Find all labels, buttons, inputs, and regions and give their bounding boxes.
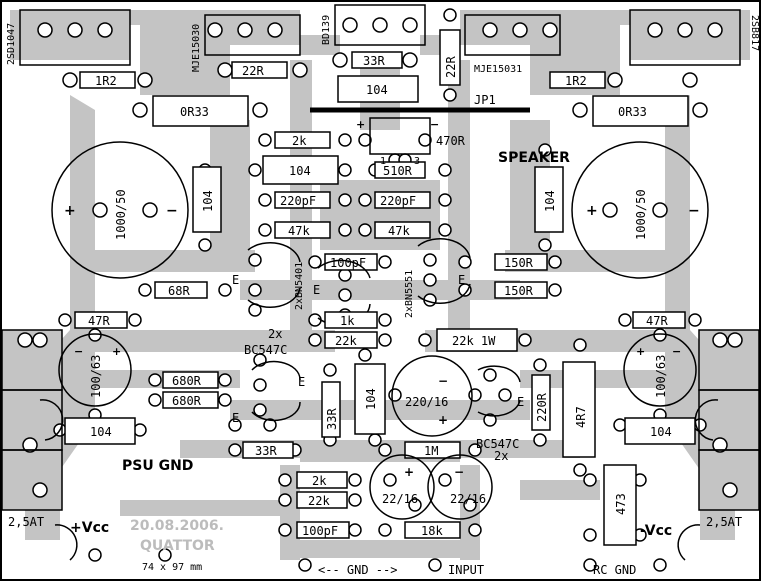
svg-text:−: − (438, 374, 448, 388)
resistor-680r-2: 680R (172, 394, 202, 408)
jumper-label: JP1 (474, 93, 496, 107)
emitter-mark-5: E (232, 411, 239, 425)
resistor-510r: 510R (383, 164, 413, 178)
resistor-150r-1: 150R (504, 256, 534, 270)
resistor-680r-1: 680R (172, 374, 202, 388)
resistor-1m: 1M (424, 444, 438, 458)
transistor-2sd1047: 2SD1047 (6, 23, 17, 65)
resistor-4r7: 4R7 (574, 406, 588, 428)
input-label: INPUT (448, 563, 484, 577)
resistor-22r-left: 22R (242, 64, 264, 78)
capacitor-104-right: 104 (543, 190, 557, 212)
jumper-pin-1: 1 (380, 156, 386, 167)
resistor-18k: 18k (421, 524, 443, 538)
capacitor-473: 473 (614, 493, 628, 515)
transistor-mje15030: MJE15030 (191, 24, 202, 72)
transistor-pair-2n5551: 2xBN5551 (404, 270, 415, 318)
svg-text:−: − (74, 345, 83, 358)
bc547c-left-count: 2x (268, 327, 282, 341)
capacitor-22-16-left: 22/16 (382, 492, 418, 506)
svg-text:+: + (64, 203, 76, 219)
resistor-47k-right: 47k (388, 224, 410, 238)
bc547c-right-type: BC547C (476, 437, 519, 451)
resistor-47k-left: 47k (288, 224, 310, 238)
capacitor-100pf-mid: 100pF (330, 256, 366, 270)
board-size-label: 74 x 97 mm (142, 562, 202, 573)
resistor-22r-vertical: 22R (444, 56, 458, 78)
svg-text:+: + (636, 345, 645, 358)
capacitor-220pf-1: 220pF (280, 194, 316, 208)
vcc-positive-label: +Vcc (70, 520, 109, 536)
resistor-1r2-right: 1R2 (565, 74, 587, 88)
capacitor-100-63-left: 100/63 (89, 355, 103, 398)
resistor-22k-1w: 22k 1W (452, 334, 496, 348)
svg-text:−: − (688, 203, 700, 219)
resistor-68r: 68R (168, 284, 190, 298)
capacitor-22-16-right: 22/16 (450, 492, 486, 506)
emitter-mark-3: E (458, 273, 465, 287)
polarity-marks: + − + − − + + − − + + − + − (64, 118, 700, 479)
psu-gnd-label: PSU GND (122, 458, 193, 474)
resistor-33r-bottom: 33R (255, 444, 277, 458)
resistor-33r-vertical: 33R (325, 408, 339, 430)
emitter-mark-4: E (298, 375, 305, 389)
resistor-22k-mid: 22k (335, 334, 357, 348)
svg-text:−: − (672, 345, 681, 358)
resistor-47r-left: 47R (88, 314, 110, 328)
svg-text:+: + (586, 203, 598, 219)
jumper-pin-3: 3 (414, 156, 420, 167)
resistor-2k: 2k (292, 134, 307, 148)
capacitor-100-63-right: 100/63 (654, 355, 668, 398)
date-label: 20.08.2006. (130, 518, 224, 534)
emitter-mark-6: E (517, 395, 524, 409)
capacitor-100pf-bottom: 100pF (302, 524, 338, 538)
bc547c-right-count: 2x (494, 449, 508, 463)
resistor-22k-bottom: 22k (308, 494, 330, 508)
capacitor-1000-50-left: 1000/50 (114, 189, 128, 240)
emitter-mark-2: E (313, 283, 320, 297)
capacitor-104-top: 104 (366, 83, 388, 97)
capacitor-104-psu-left: 104 (90, 425, 112, 439)
vcc-negative-label: -Vcc (640, 523, 672, 539)
capacitor-104-vertical: 104 (364, 388, 378, 410)
svg-text:−: − (430, 118, 439, 131)
bc547c-left-type: BC547C (244, 343, 287, 357)
transistor-mje15031: MJE15031 (474, 64, 522, 75)
fuse-right-label: 2,5AT (706, 515, 742, 529)
svg-text:−: − (454, 465, 464, 479)
capacitor-1000-50-right: 1000/50 (634, 189, 648, 240)
rc-gnd-label: RC GND (593, 563, 636, 577)
speaker-label: SPEAKER (498, 150, 570, 166)
resistor-1r2-left: 1R2 (95, 74, 117, 88)
svg-text:+: + (438, 413, 448, 427)
svg-text:−: − (166, 203, 178, 219)
resistor-0r33-right: 0R33 (618, 105, 647, 119)
resistor-220r: 220R (535, 392, 549, 422)
capacitor-104-mid: 104 (289, 164, 311, 178)
capacitor-104-psu-right: 104 (650, 425, 672, 439)
resistor-0r33-left: 0R33 (180, 105, 209, 119)
resistor-33r: 33R (363, 54, 385, 68)
emitter-mark-1: E (232, 273, 239, 287)
pads (17, 8, 743, 572)
resistor-47r-right: 47R (646, 314, 668, 328)
svg-text:+: + (404, 465, 414, 479)
silkscreen (1, 4, 760, 561)
svg-text:+: + (356, 118, 365, 131)
capacitor-104-left: 104 (201, 190, 215, 212)
resistor-470r: 470R (436, 134, 466, 148)
transistor-pair-2n5401: 2xBN5401 (294, 262, 305, 310)
capacitor-220-16: 220/16 (405, 395, 448, 409)
svg-text:+: + (112, 345, 121, 358)
fuse-left-label: 2,5AT (8, 515, 44, 529)
resistor-2k-bottom: 2k (312, 474, 327, 488)
transistor-2sb817: 2SB817 (749, 15, 760, 51)
author-label: QUATTOR (140, 538, 215, 554)
transistor-bd139: BD139 (321, 15, 332, 45)
gnd-arrow-label: <-- GND --> (318, 563, 397, 577)
resistor-150r-2: 150R (504, 284, 534, 298)
capacitor-220pf-2: 220pF (380, 194, 416, 208)
resistor-1k: 1k (340, 314, 355, 328)
